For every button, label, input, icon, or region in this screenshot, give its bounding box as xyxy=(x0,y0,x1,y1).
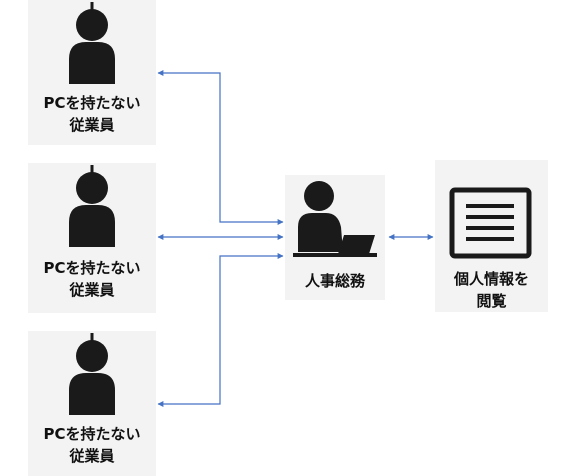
employee-label-1: PCを持たない 従業員 xyxy=(43,94,141,134)
person-at-laptop-icon xyxy=(293,181,377,257)
person-icon xyxy=(69,165,115,247)
document-label: 個人情報を 閲覧 xyxy=(453,270,529,310)
document-list-icon xyxy=(449,187,532,259)
hr-label: 人事総務 xyxy=(304,272,365,290)
employee-label-3: PCを持たない 従業員 xyxy=(43,425,141,465)
arrow-hr-to-employee-1 xyxy=(157,70,284,225)
hr-card: 人事総務 xyxy=(285,175,385,300)
arrow-hr-to-employee-3 xyxy=(157,253,284,407)
employee-card-3: PCを持たない 従業員 xyxy=(28,331,156,476)
employee-card-2: PCを持たない 従業員 xyxy=(28,163,156,313)
employee-label-2: PCを持たない 従業員 xyxy=(43,259,141,299)
person-icon xyxy=(69,333,115,415)
person-icon xyxy=(69,2,115,84)
employee-card-1: PCを持たない 従業員 xyxy=(28,0,156,145)
document-card: 個人情報を 閲覧 xyxy=(435,160,548,312)
